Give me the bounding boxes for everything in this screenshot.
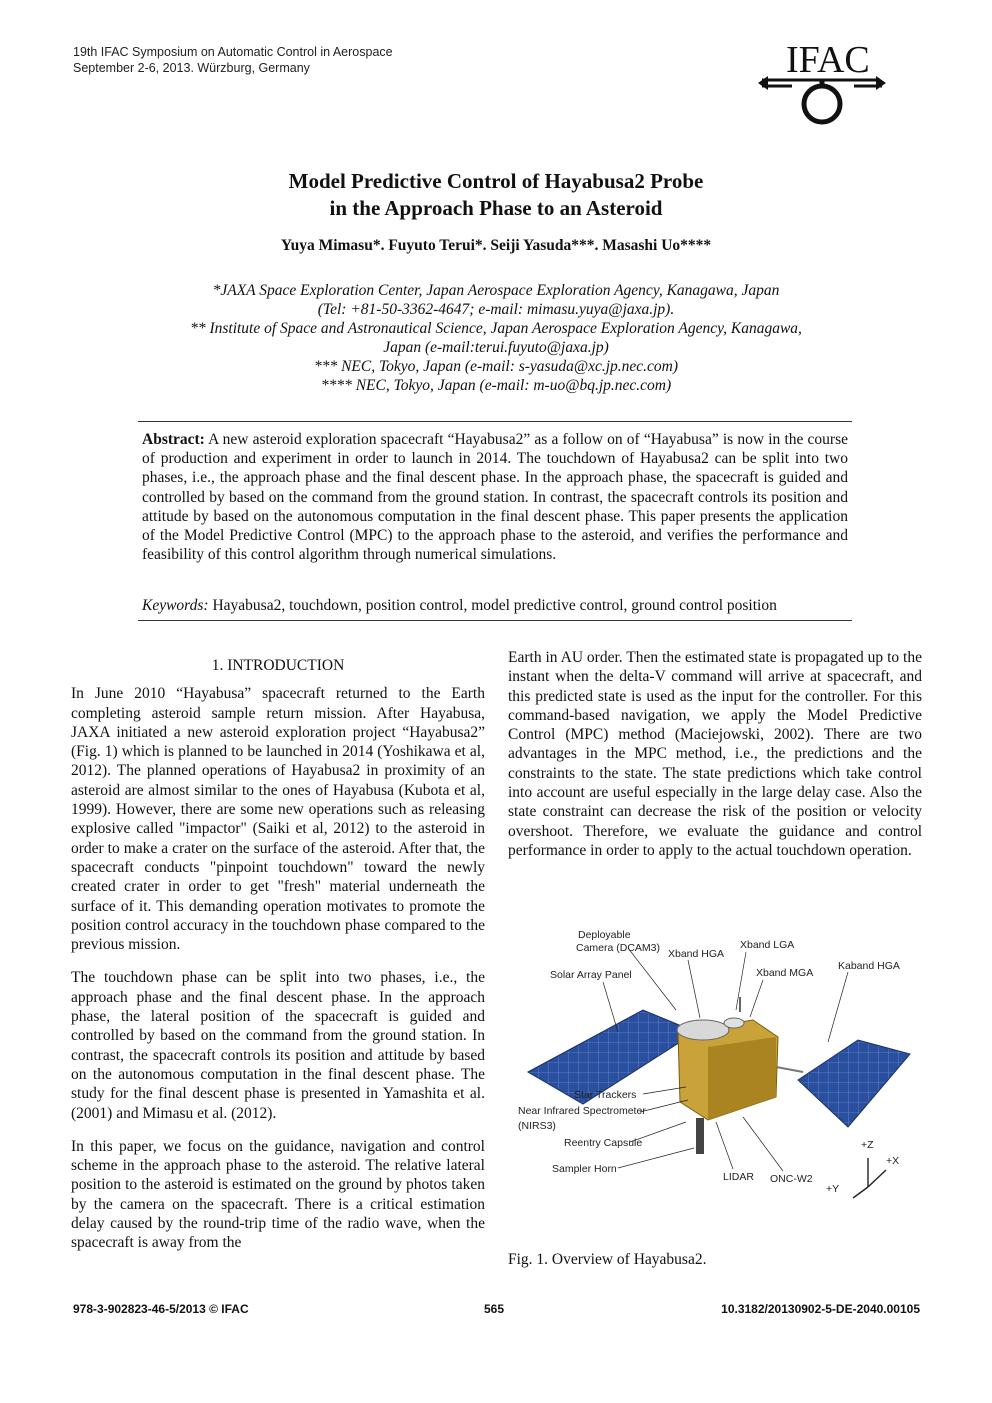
affiliation-line: ** Institute of Space and Astronautical … (190, 320, 802, 337)
paragraph: In June 2010 “Hayabusa” spacecraft retur… (71, 685, 485, 954)
hga-antenna (676, 1019, 730, 1041)
figure-label: Kaband HGA (838, 960, 900, 972)
figure-label: ONC-W2 (770, 1173, 813, 1185)
footer-page-number: 565 (484, 1302, 505, 1316)
right-solar-panel (797, 1039, 911, 1128)
affiliations: *JAXA Space Exploration Center, Japan Ae… (100, 281, 892, 395)
affiliation-line: *JAXA Space Exploration Center, Japan Ae… (212, 282, 780, 299)
footer-doi: 10.3182/20130902-5-DE-2040.00105 (721, 1302, 920, 1316)
figure-label: Star Trackers (574, 1089, 636, 1101)
figure-label: Xband HGA (668, 948, 724, 960)
title-line-2: in the Approach Phase to an Asteroid (329, 196, 663, 220)
hayabusa2-figure: Deployable Camera (DCAM3) Xband HGA Xban… (518, 929, 911, 1199)
figure-label: (NIRS3) (518, 1120, 556, 1132)
figure-label: Xband LGA (740, 939, 794, 951)
paper-title: Model Predictive Control of Hayabusa2 Pr… (150, 168, 842, 222)
keywords-label: Keywords: (142, 597, 209, 614)
figure-label: Deployable (578, 929, 631, 941)
title-line-1: Model Predictive Control of Hayabusa2 Pr… (288, 169, 704, 193)
conference-info: 19th IFAC Symposium on Automatic Control… (73, 44, 393, 76)
conference-line-1: 19th IFAC Symposium on Automatic Control… (73, 45, 393, 59)
figure-label: Sampler Horn (552, 1163, 617, 1175)
keywords: Keywords: Hayabusa2, touchdown, position… (142, 596, 848, 615)
figure-label: Xband MGA (756, 967, 813, 979)
affiliation-line: **** NEC, Tokyo, Japan (e-mail: m-uo@bq.… (320, 377, 672, 394)
affiliation-line: (Tel: +81-50-3362-4647; e-mail: mimasu.y… (317, 301, 675, 318)
paragraph: In this paper, we focus on the guidance,… (71, 1137, 485, 1252)
keywords-text: Hayabusa2, touchdown, position control, … (208, 597, 777, 614)
conference-line-2: September 2-6, 2013. Würzburg, Germany (73, 61, 310, 75)
affiliation-line: *** NEC, Tokyo, Japan (e-mail: s-yasuda@… (313, 358, 679, 375)
figure-label: +Y (826, 1183, 839, 1195)
paragraph: The touchdown phase can be split into tw… (71, 969, 485, 1122)
figure-caption: Fig. 1. Overview of Hayabusa2. (508, 1251, 707, 1268)
figure-label: Near Infrared Spectrometer (518, 1105, 646, 1117)
figure-label: +Z (861, 1139, 874, 1151)
right-column: Earth in AU order. Then the estimated st… (508, 648, 922, 874)
ifac-logo: IFAC (758, 39, 886, 125)
left-column: 1. INTRODUCTION In June 2010 “Hayabusa” … (71, 656, 485, 1267)
figure-label: Solar Array Panel (550, 969, 632, 981)
figure-label: LIDAR (723, 1171, 754, 1183)
abstract-text: A new asteroid exploration spacecraft “H… (142, 431, 848, 564)
footer-isbn: 978-3-902823-46-5/2013 © IFAC (73, 1302, 249, 1316)
axis-triad (852, 1158, 887, 1199)
abstract: Abstract: A new asteroid exploration spa… (142, 430, 848, 564)
figure-label: Reentry Capsule (564, 1137, 642, 1149)
abstract-top-rule (138, 421, 852, 422)
ifac-logo-text: IFAC (786, 39, 870, 81)
abstract-label: Abstract: (142, 431, 205, 448)
figure-label: +X (886, 1155, 899, 1167)
sampler-horn (696, 1118, 704, 1154)
affiliation-line: Japan (e-mail:terui.fuyuto@jaxa.jp) (383, 339, 609, 356)
paragraph: Earth in AU order. Then the estimated st… (508, 649, 922, 859)
authors: Yuya Mimasu*. Fuyuto Terui*. Seiji Yasud… (280, 237, 712, 254)
figure-label: Camera (DCAM3) (576, 942, 660, 954)
section-heading: 1. INTRODUCTION (211, 657, 345, 674)
abstract-bottom-rule (138, 620, 852, 621)
